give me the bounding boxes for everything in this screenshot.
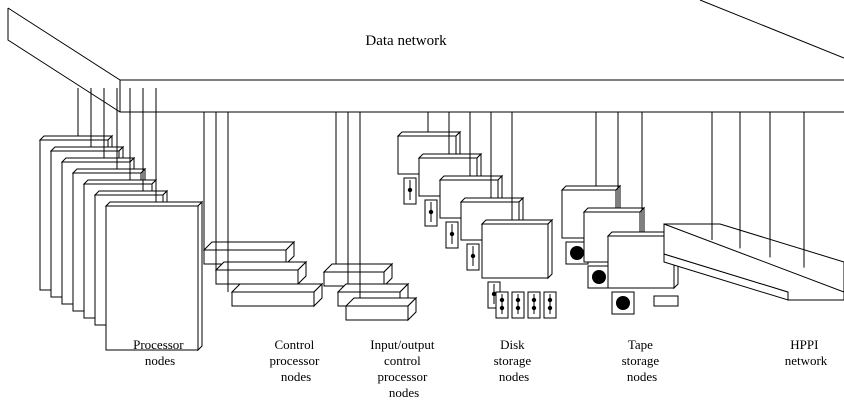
tape-reel [592, 270, 606, 284]
box-top [438, 175, 504, 181]
disk-storage-node [480, 218, 554, 280]
hppi-outline [663, 223, 844, 301]
box-front [105, 205, 199, 351]
box-top [82, 179, 158, 185]
hppi-network-box [663, 112, 844, 301]
box-side [197, 200, 203, 352]
disk-platter-dot [531, 297, 537, 303]
tape-storage-nodes [560, 112, 680, 315]
tape-reel [616, 296, 630, 310]
disk-platter-dot [547, 305, 553, 311]
box-top [480, 219, 554, 225]
box-top [71, 168, 147, 174]
data-network-slab [7, 0, 844, 113]
io-control-processor-node [344, 296, 418, 322]
tape-reel [570, 246, 584, 260]
disk-platter-dot [515, 305, 521, 311]
control-processor-node [230, 282, 324, 308]
processor-nodes-label: Processor nodes [133, 337, 187, 368]
box-top [214, 261, 308, 271]
box-front [231, 291, 315, 307]
hppi-network-label: HPPI network [785, 337, 828, 368]
io-control-processor-nodes-label: Input/output control processor nodes [370, 337, 438, 400]
disk-platter-dot [515, 297, 521, 303]
disk-platter-dot [449, 231, 455, 237]
box-side [547, 218, 553, 280]
box-top [322, 263, 394, 273]
box-top [38, 135, 114, 141]
disk-platter-dot [499, 305, 505, 311]
disk-platter-dot [470, 253, 476, 259]
control-processor-nodes [202, 112, 324, 308]
processor-node [104, 200, 204, 352]
box-top [417, 153, 483, 159]
disk-platter-dot [531, 305, 537, 311]
disk-platter-dot [407, 187, 413, 193]
disk-storage-nodes [396, 112, 557, 319]
box-front [345, 305, 409, 321]
disk-platter-dot [428, 209, 434, 215]
box-top [396, 131, 462, 137]
disk-platter-dot [499, 297, 505, 303]
box-top [230, 283, 324, 293]
box-top [459, 197, 525, 203]
box-top [202, 241, 296, 251]
io-control-processor-nodes [322, 112, 418, 322]
box-front [481, 223, 549, 279]
box-top [560, 185, 622, 191]
processor-nodes [38, 88, 204, 352]
data-network-title: Data network [365, 33, 447, 49]
disk-platter-dot [491, 291, 497, 297]
disk-platter-dot [547, 297, 553, 303]
io-control-processor-node [322, 262, 394, 288]
box-top [336, 283, 410, 293]
tape-storage-nodes-label: Tape storage nodes [622, 337, 663, 384]
control-processor-node [202, 240, 296, 266]
box-top [582, 207, 646, 213]
tape-controller-box [653, 295, 679, 307]
disk-storage-nodes-label: Disk storage nodes [494, 337, 535, 384]
box-top [104, 201, 204, 207]
box-top [344, 297, 418, 307]
box-top [49, 146, 125, 152]
control-processor-node [214, 260, 308, 286]
control-processor-nodes-label: Control processor nodes [269, 337, 322, 384]
box-top [60, 157, 136, 163]
